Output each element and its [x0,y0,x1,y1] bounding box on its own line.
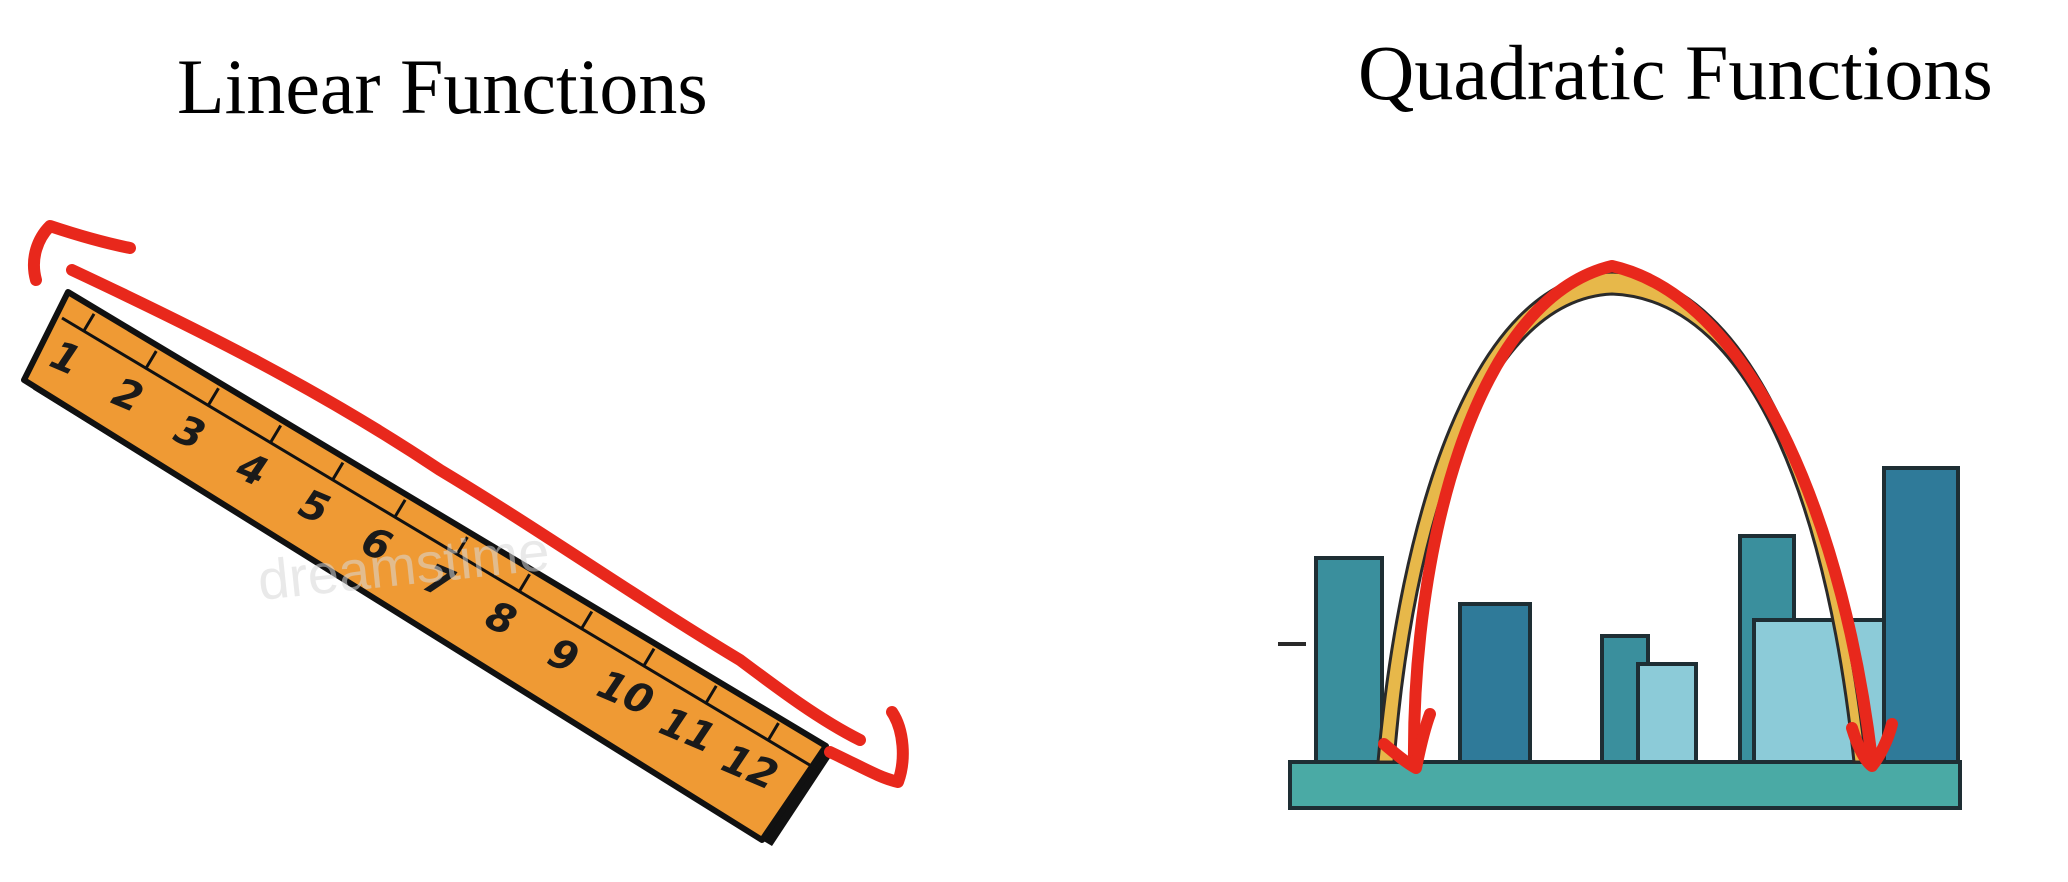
building-2 [1458,602,1532,766]
ruler-tick [580,610,594,630]
ruler-tick [144,350,158,369]
ground [1288,760,1962,810]
right-arrow-icon [824,706,909,788]
ruler-tick [331,461,345,481]
ruler-tick [518,573,531,593]
ruler-tick [766,722,780,742]
ruler-tick [455,536,469,556]
ruler-tick [206,387,220,407]
linear-functions-title: Linear Functions [177,43,708,130]
building-1 [1314,556,1384,766]
building-4 [1636,662,1698,766]
quadratic-functions-title: Quadratic Functions [1358,29,1993,116]
ruler-tick [642,647,656,667]
ruler-tick [82,313,96,332]
linear-annotation-line [66,264,866,746]
quadratic-annotation [1378,260,1898,774]
linear-annotation [27,220,909,788]
ruler-face [21,289,829,843]
building-7 [1882,466,1960,766]
quadratic-annotation-curve [1407,260,1878,768]
ruler-inner-line [61,316,819,772]
ruler-right-edge [762,746,834,846]
down-arrow-left-icon [1378,708,1436,774]
ruler-tick [269,424,282,444]
ruler-tick [704,685,718,704]
left-arrow-icon [27,220,136,286]
building-6 [1752,618,1904,766]
ruler-ticks [82,313,780,742]
down-arrow-right-icon [1846,718,1898,772]
arch-illustration [1278,270,1962,810]
ruler-tick [393,499,407,518]
